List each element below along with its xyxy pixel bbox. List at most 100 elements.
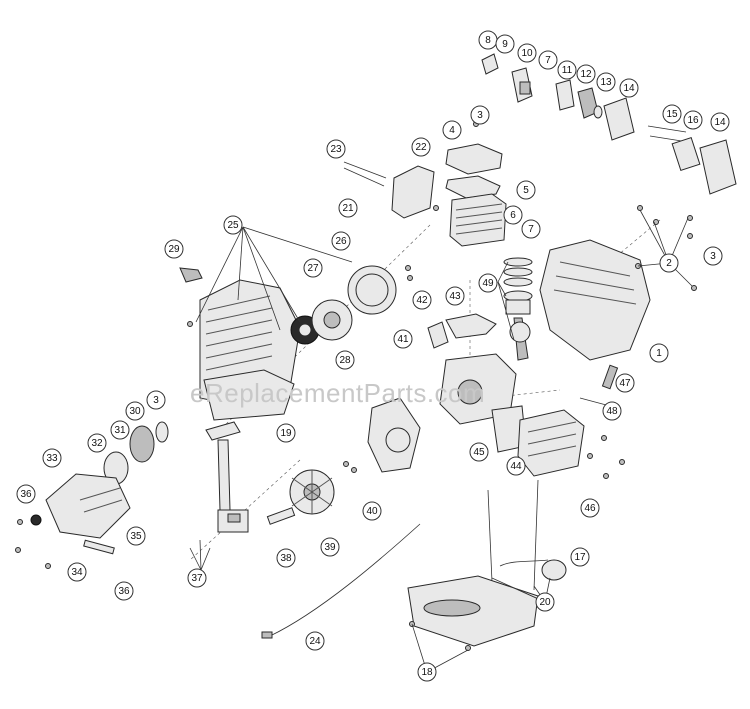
callout-circle xyxy=(67,562,87,582)
piston-group xyxy=(503,257,533,361)
cylinder-gasket-part xyxy=(445,175,501,199)
callout-number: 35 xyxy=(130,531,142,542)
shield-part xyxy=(391,165,435,219)
callout-number: 7 xyxy=(545,55,551,66)
callout-circle xyxy=(503,205,523,225)
watermark-text: eReplacementParts.com xyxy=(190,378,486,408)
callout-circle xyxy=(445,286,465,306)
callout-33: 33 xyxy=(42,448,62,468)
callout-circle xyxy=(114,581,134,601)
callout-number: 9 xyxy=(502,39,508,50)
callout-48: 48 xyxy=(602,401,622,421)
callout-47: 47 xyxy=(615,373,635,393)
callout-number: 21 xyxy=(342,203,354,214)
callout-45: 45 xyxy=(469,442,489,462)
callout-22: 22 xyxy=(411,137,431,157)
callout-49: 49 xyxy=(478,273,498,293)
callout-number: 47 xyxy=(619,378,631,389)
callout-number: 3 xyxy=(477,110,483,121)
callout-circle xyxy=(469,442,489,462)
callout-circle xyxy=(331,231,351,251)
callout-number: 5 xyxy=(523,185,529,196)
cylinder-part xyxy=(449,193,507,247)
throttle-cable xyxy=(261,523,421,639)
callout-number: 41 xyxy=(397,334,409,345)
callout-41: 41 xyxy=(393,329,413,349)
callout-circle xyxy=(276,548,296,568)
bearing-part xyxy=(509,321,531,343)
gasket-43-part xyxy=(445,313,497,339)
callout-3: 3 xyxy=(146,390,166,410)
callout-number: 32 xyxy=(91,438,103,449)
callout-7: 7 xyxy=(521,219,541,239)
callout-circle xyxy=(683,110,703,130)
callout-number: 45 xyxy=(473,447,485,458)
callout-circle xyxy=(442,120,462,140)
callout-circle xyxy=(303,258,323,278)
callout-36: 36 xyxy=(16,484,36,504)
callout-40: 40 xyxy=(362,501,382,521)
callout-number: 43 xyxy=(449,291,461,302)
crankcase xyxy=(427,313,517,425)
callout-21: 21 xyxy=(338,198,358,218)
callout-4: 4 xyxy=(442,120,462,140)
callout-18: 18 xyxy=(417,662,437,682)
callout-circle xyxy=(535,592,555,612)
callout-number: 26 xyxy=(335,236,347,247)
callout-circle xyxy=(557,60,577,80)
callout-number: 12 xyxy=(580,69,592,80)
callout-circle xyxy=(576,64,596,84)
callout-number: 33 xyxy=(46,453,58,464)
fuel-tank xyxy=(407,479,567,647)
engine-cover xyxy=(539,239,651,361)
callout-19: 19 xyxy=(276,423,296,443)
callout-circle xyxy=(87,433,107,453)
engine-housing xyxy=(179,265,397,421)
callout-number: 49 xyxy=(482,278,494,289)
adapter-41-part xyxy=(427,321,449,349)
callout-number: 14 xyxy=(714,117,726,128)
gasket-part xyxy=(481,53,499,75)
muffler xyxy=(491,405,585,477)
starter-handle-part xyxy=(179,267,203,283)
spark-plug xyxy=(579,364,619,407)
washer-30-part xyxy=(155,421,169,443)
callout-number: 3 xyxy=(153,395,159,406)
housing-lower-part xyxy=(203,369,295,421)
callout-number: 36 xyxy=(118,586,130,597)
callout-circle xyxy=(417,662,437,682)
heat-shield xyxy=(343,161,435,219)
callout-number: 44 xyxy=(510,461,522,472)
callout-circle xyxy=(362,501,382,521)
pin-35-part xyxy=(83,539,115,555)
callout-3: 3 xyxy=(703,246,723,266)
callout-circle xyxy=(662,104,682,124)
callout-2: 2 xyxy=(659,253,679,273)
callout-1: 1 xyxy=(649,343,669,363)
muffler-part xyxy=(517,409,585,477)
callout-circle xyxy=(478,273,498,293)
callout-circle xyxy=(126,526,146,546)
callout-circle xyxy=(338,198,358,218)
callout-number: 2 xyxy=(666,258,672,269)
callout-circle xyxy=(516,180,536,200)
callout-number: 31 xyxy=(114,425,126,436)
callout-circle xyxy=(538,50,558,70)
callout-number: 40 xyxy=(366,506,378,517)
callout-number: 4 xyxy=(449,125,455,136)
carb-block-part xyxy=(519,81,531,95)
callout-number: 15 xyxy=(666,109,678,120)
callout-circle xyxy=(570,547,590,567)
callout-number: 36 xyxy=(20,489,32,500)
callout-28: 28 xyxy=(335,350,355,370)
carb-plate-part xyxy=(555,79,575,111)
callout-circle xyxy=(335,350,355,370)
callout-circle xyxy=(276,423,296,443)
callout-circle xyxy=(187,568,207,588)
air-filter-cover-part xyxy=(699,139,737,195)
callout-number: 46 xyxy=(584,503,596,514)
carburetor-assembly xyxy=(481,53,737,195)
